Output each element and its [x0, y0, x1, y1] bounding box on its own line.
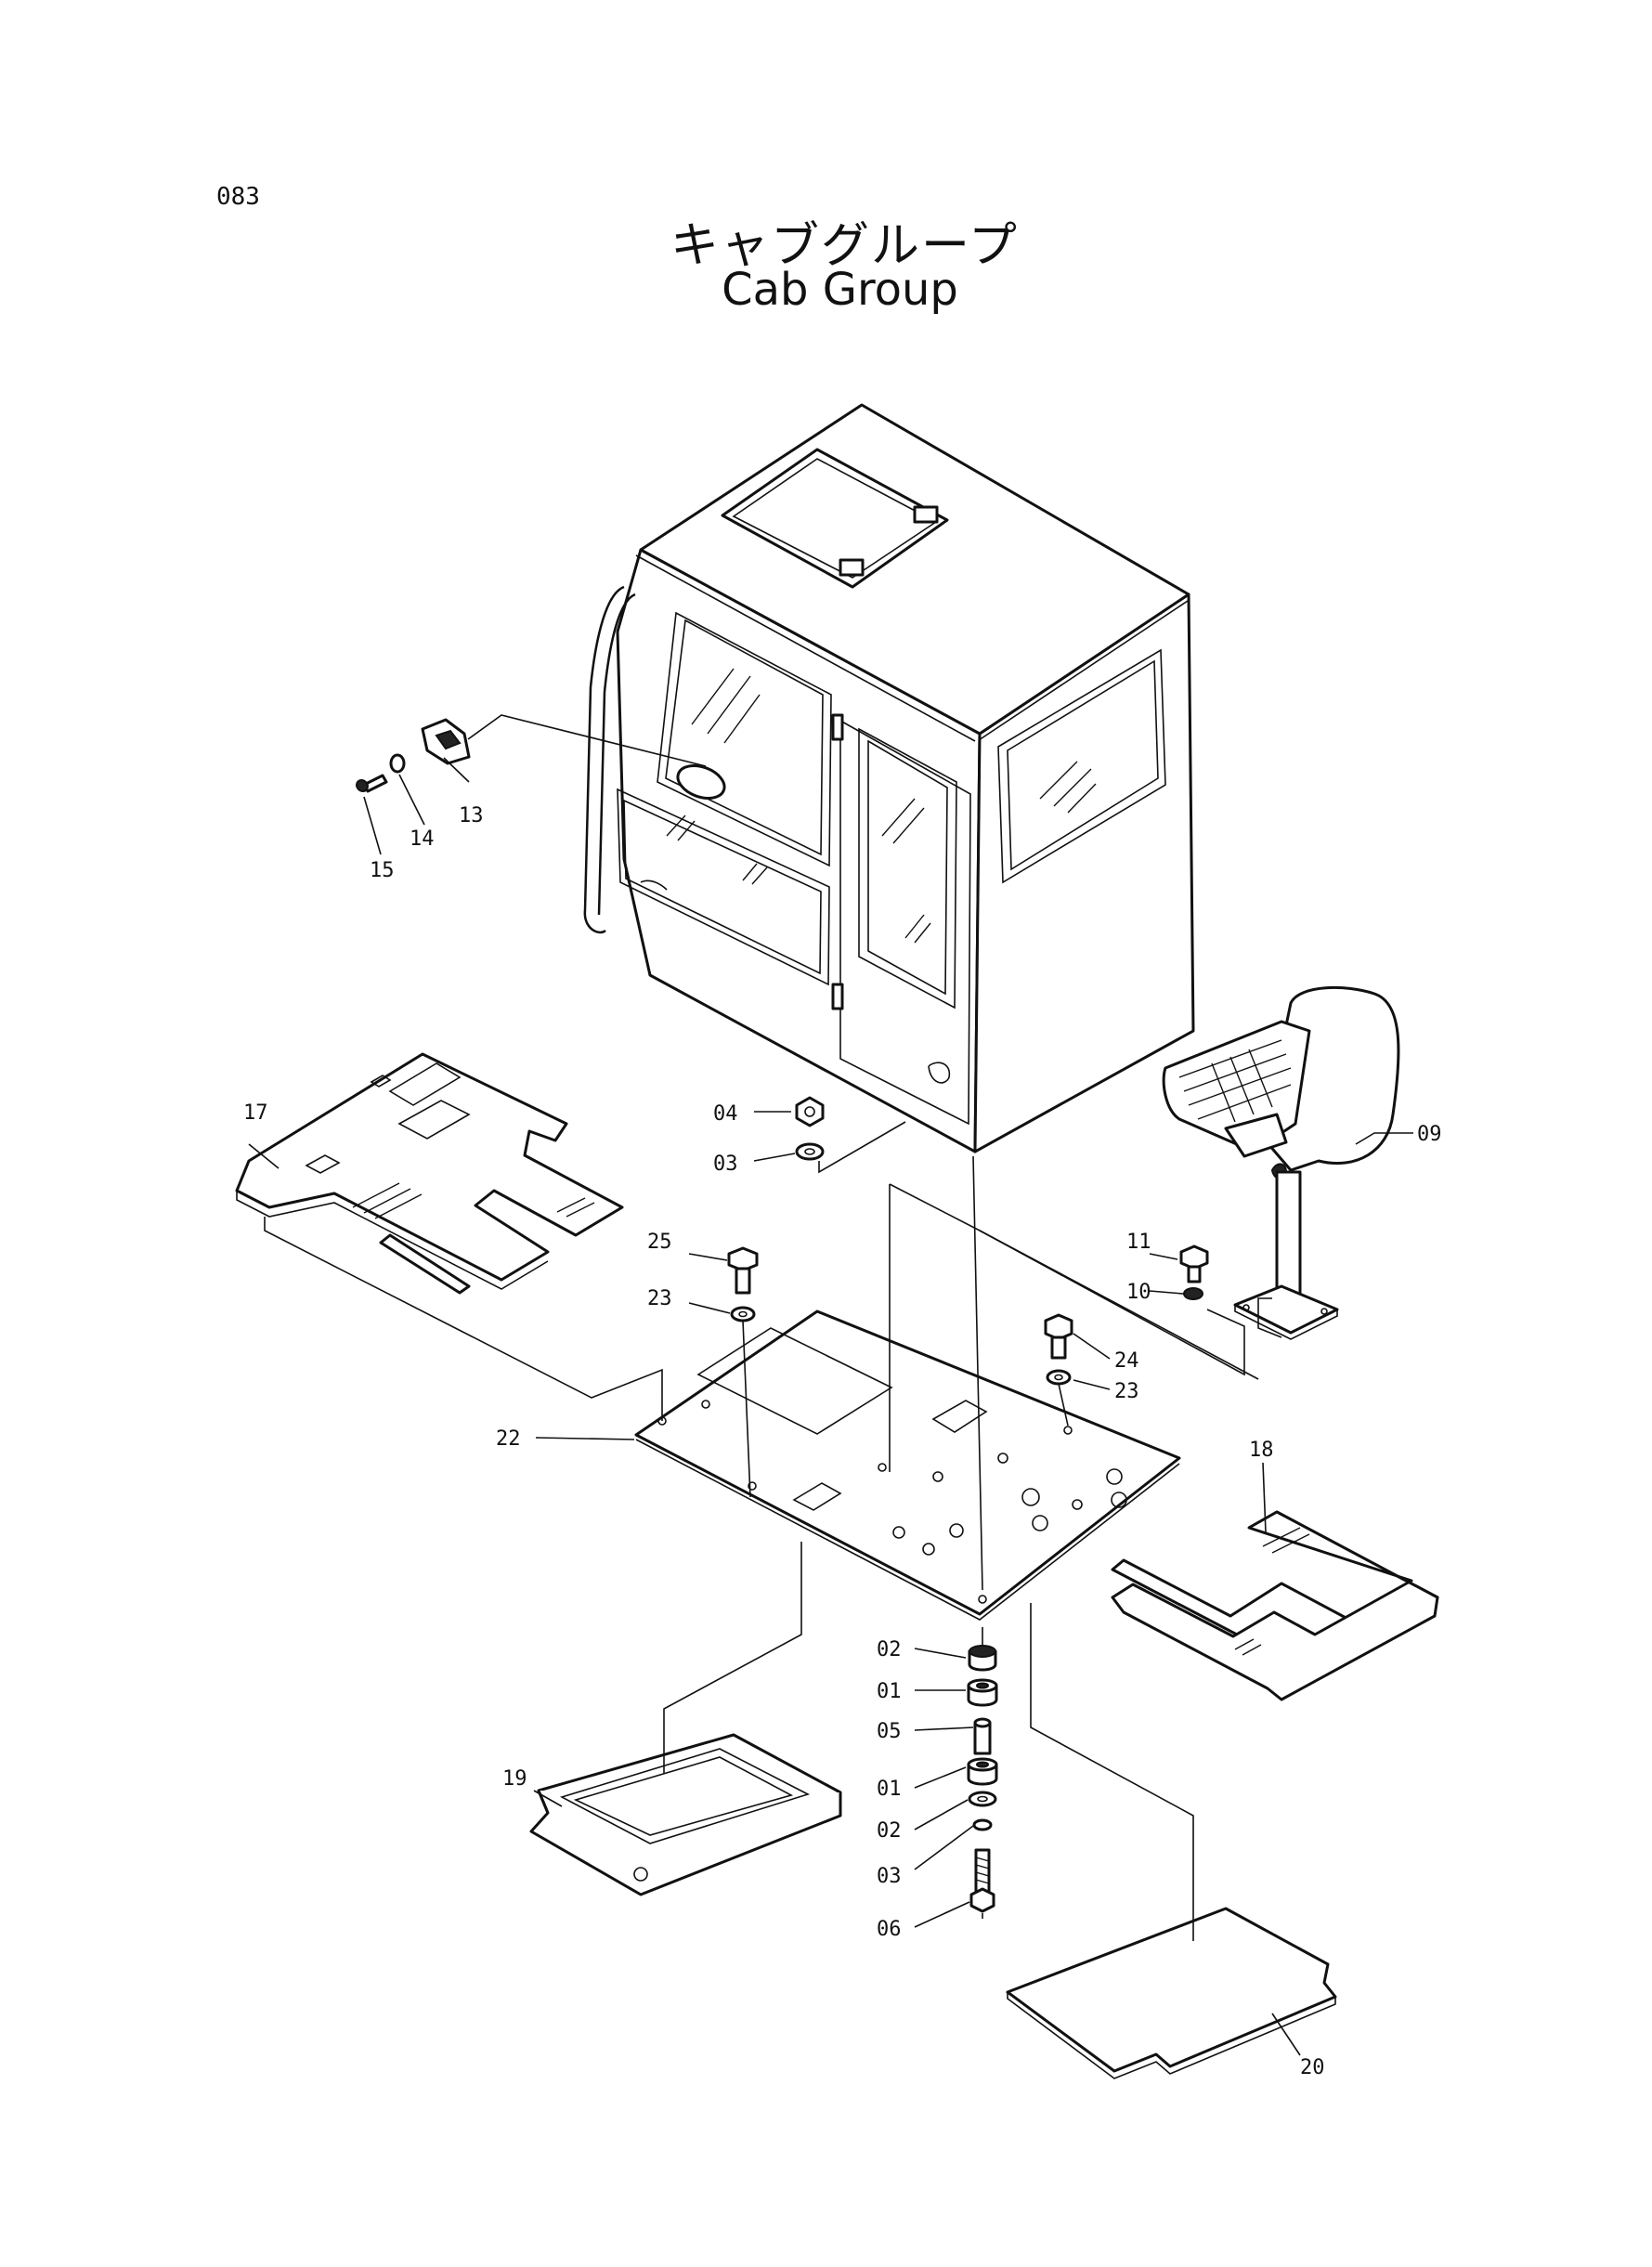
small-parts	[355, 718, 1209, 1913]
callout-04: 04	[713, 1102, 738, 1126]
callout-23-right: 23	[1114, 1380, 1139, 1403]
floor-plate	[634, 1309, 1181, 1621]
callout-10: 10	[1126, 1281, 1151, 1304]
callout-23-upper: 23	[647, 1287, 672, 1310]
floor-mat-20	[1006, 1907, 1337, 2079]
callout-11: 11	[1126, 1231, 1151, 1254]
callout-02-upper: 02	[877, 1638, 902, 1661]
callout-17: 17	[243, 1101, 268, 1125]
callout-05: 05	[877, 1720, 902, 1743]
operator-seat	[1162, 986, 1400, 1340]
callout-01-upper: 01	[877, 1680, 902, 1703]
cab-body	[583, 403, 1195, 1153]
callout-20: 20	[1300, 2056, 1325, 2079]
title-english: Cab Group	[722, 264, 958, 316]
floor-mat-18	[1111, 1510, 1439, 1701]
callout-09: 09	[1417, 1123, 1442, 1146]
callout-24: 24	[1114, 1349, 1139, 1373]
title-japanese: キャブグループ	[670, 218, 1019, 274]
callout-leaders	[248, 757, 1413, 2056]
callout-14: 14	[410, 827, 435, 851]
callout-19: 19	[502, 1767, 527, 1791]
callout-15: 15	[370, 859, 395, 882]
floor-mat-17	[235, 1052, 624, 1295]
callout-06: 06	[877, 1918, 902, 1941]
page-number: 083	[216, 183, 260, 211]
assembly-lines	[264, 714, 1282, 1941]
callout-13: 13	[459, 804, 484, 827]
callout-02-lower: 02	[877, 1819, 902, 1843]
callout-03-lower: 03	[877, 1865, 902, 1888]
callout-03-upper: 03	[713, 1153, 738, 1176]
callout-01-lower: 01	[877, 1778, 902, 1801]
callout-25: 25	[647, 1231, 672, 1254]
callout-labels: 09 17 04 03 25 23 24 23 22 11 10 18 19 2…	[243, 804, 1442, 2079]
callout-22: 22	[496, 1427, 521, 1451]
floor-mat-19	[529, 1733, 842, 1896]
callout-18: 18	[1249, 1439, 1274, 1462]
